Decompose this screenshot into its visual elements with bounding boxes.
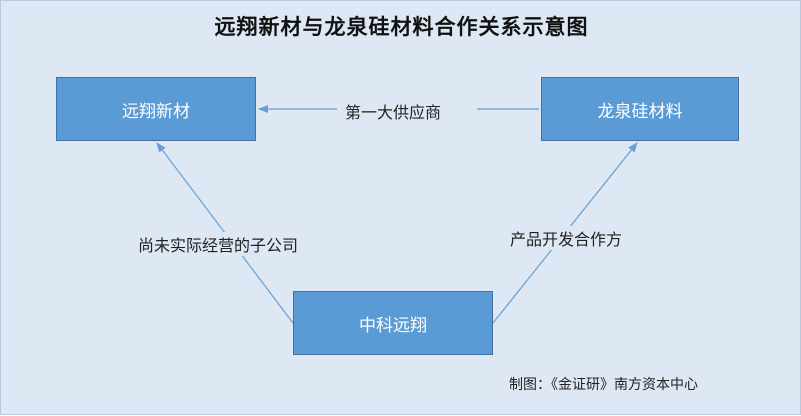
edge-label-subsidiary: 尚未实际经营的子公司 [132,232,305,256]
node-longquan-guicailiao-label: 龙泉硅材料 [597,101,683,122]
node-zhongke-yuanxiang: 中科远翔 [293,291,493,355]
node-zhongke-yuanxiang-label: 中科远翔 [359,315,427,336]
source-credit: 制图：《金证研》南方资本中心 [509,377,698,393]
node-longquan-guicailiao: 龙泉硅材料 [541,77,739,141]
diagram-title: 远翔新材与龙泉硅材料合作关系示意图 [214,15,589,39]
node-yuanxiang-xincai-label: 远翔新材 [122,101,190,122]
node-yuanxiang-xincai: 远翔新材 [56,77,256,141]
edge-label-supplier: 第一大供应商 [339,99,448,123]
edge-label-partner: 产品开发合作方 [504,226,629,250]
